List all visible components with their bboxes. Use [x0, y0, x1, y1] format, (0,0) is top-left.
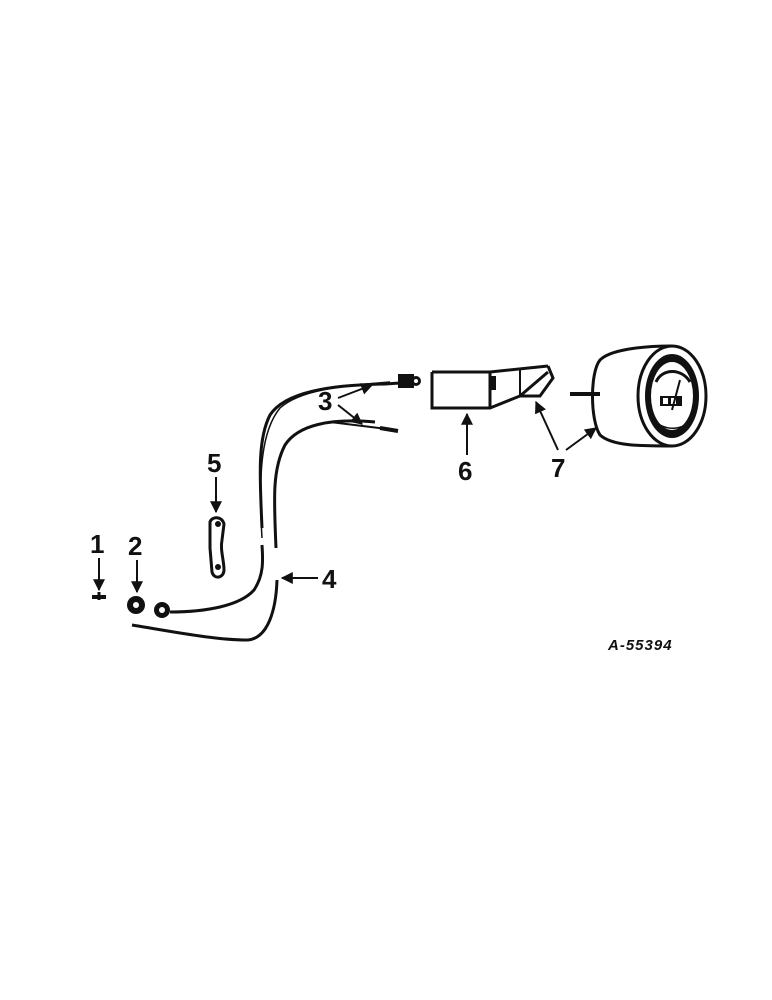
leader-lines: [93, 383, 597, 594]
leader-3b: [337, 404, 363, 425]
callout-6: 6: [458, 456, 472, 486]
leader-7b: [565, 427, 597, 451]
leader-3a: [337, 383, 374, 399]
part-5-clip: [208, 516, 226, 579]
part-3-core: [329, 421, 399, 433]
part-4-cable: [131, 374, 421, 642]
part-2-nut: [127, 596, 145, 614]
reference-code: A-55394: [607, 637, 673, 654]
callout-4: 4: [322, 564, 337, 594]
leader-7a: [535, 400, 559, 451]
part-1-pin: [92, 592, 106, 600]
callout-2: 2: [128, 531, 142, 561]
callout-3: 3: [318, 386, 332, 416]
callout-5: 5: [207, 448, 221, 478]
part-7-speedometer: [570, 344, 708, 448]
part-6-bracket: [430, 364, 555, 410]
callout-7: 7: [551, 453, 565, 483]
callout-1: 1: [90, 529, 104, 559]
